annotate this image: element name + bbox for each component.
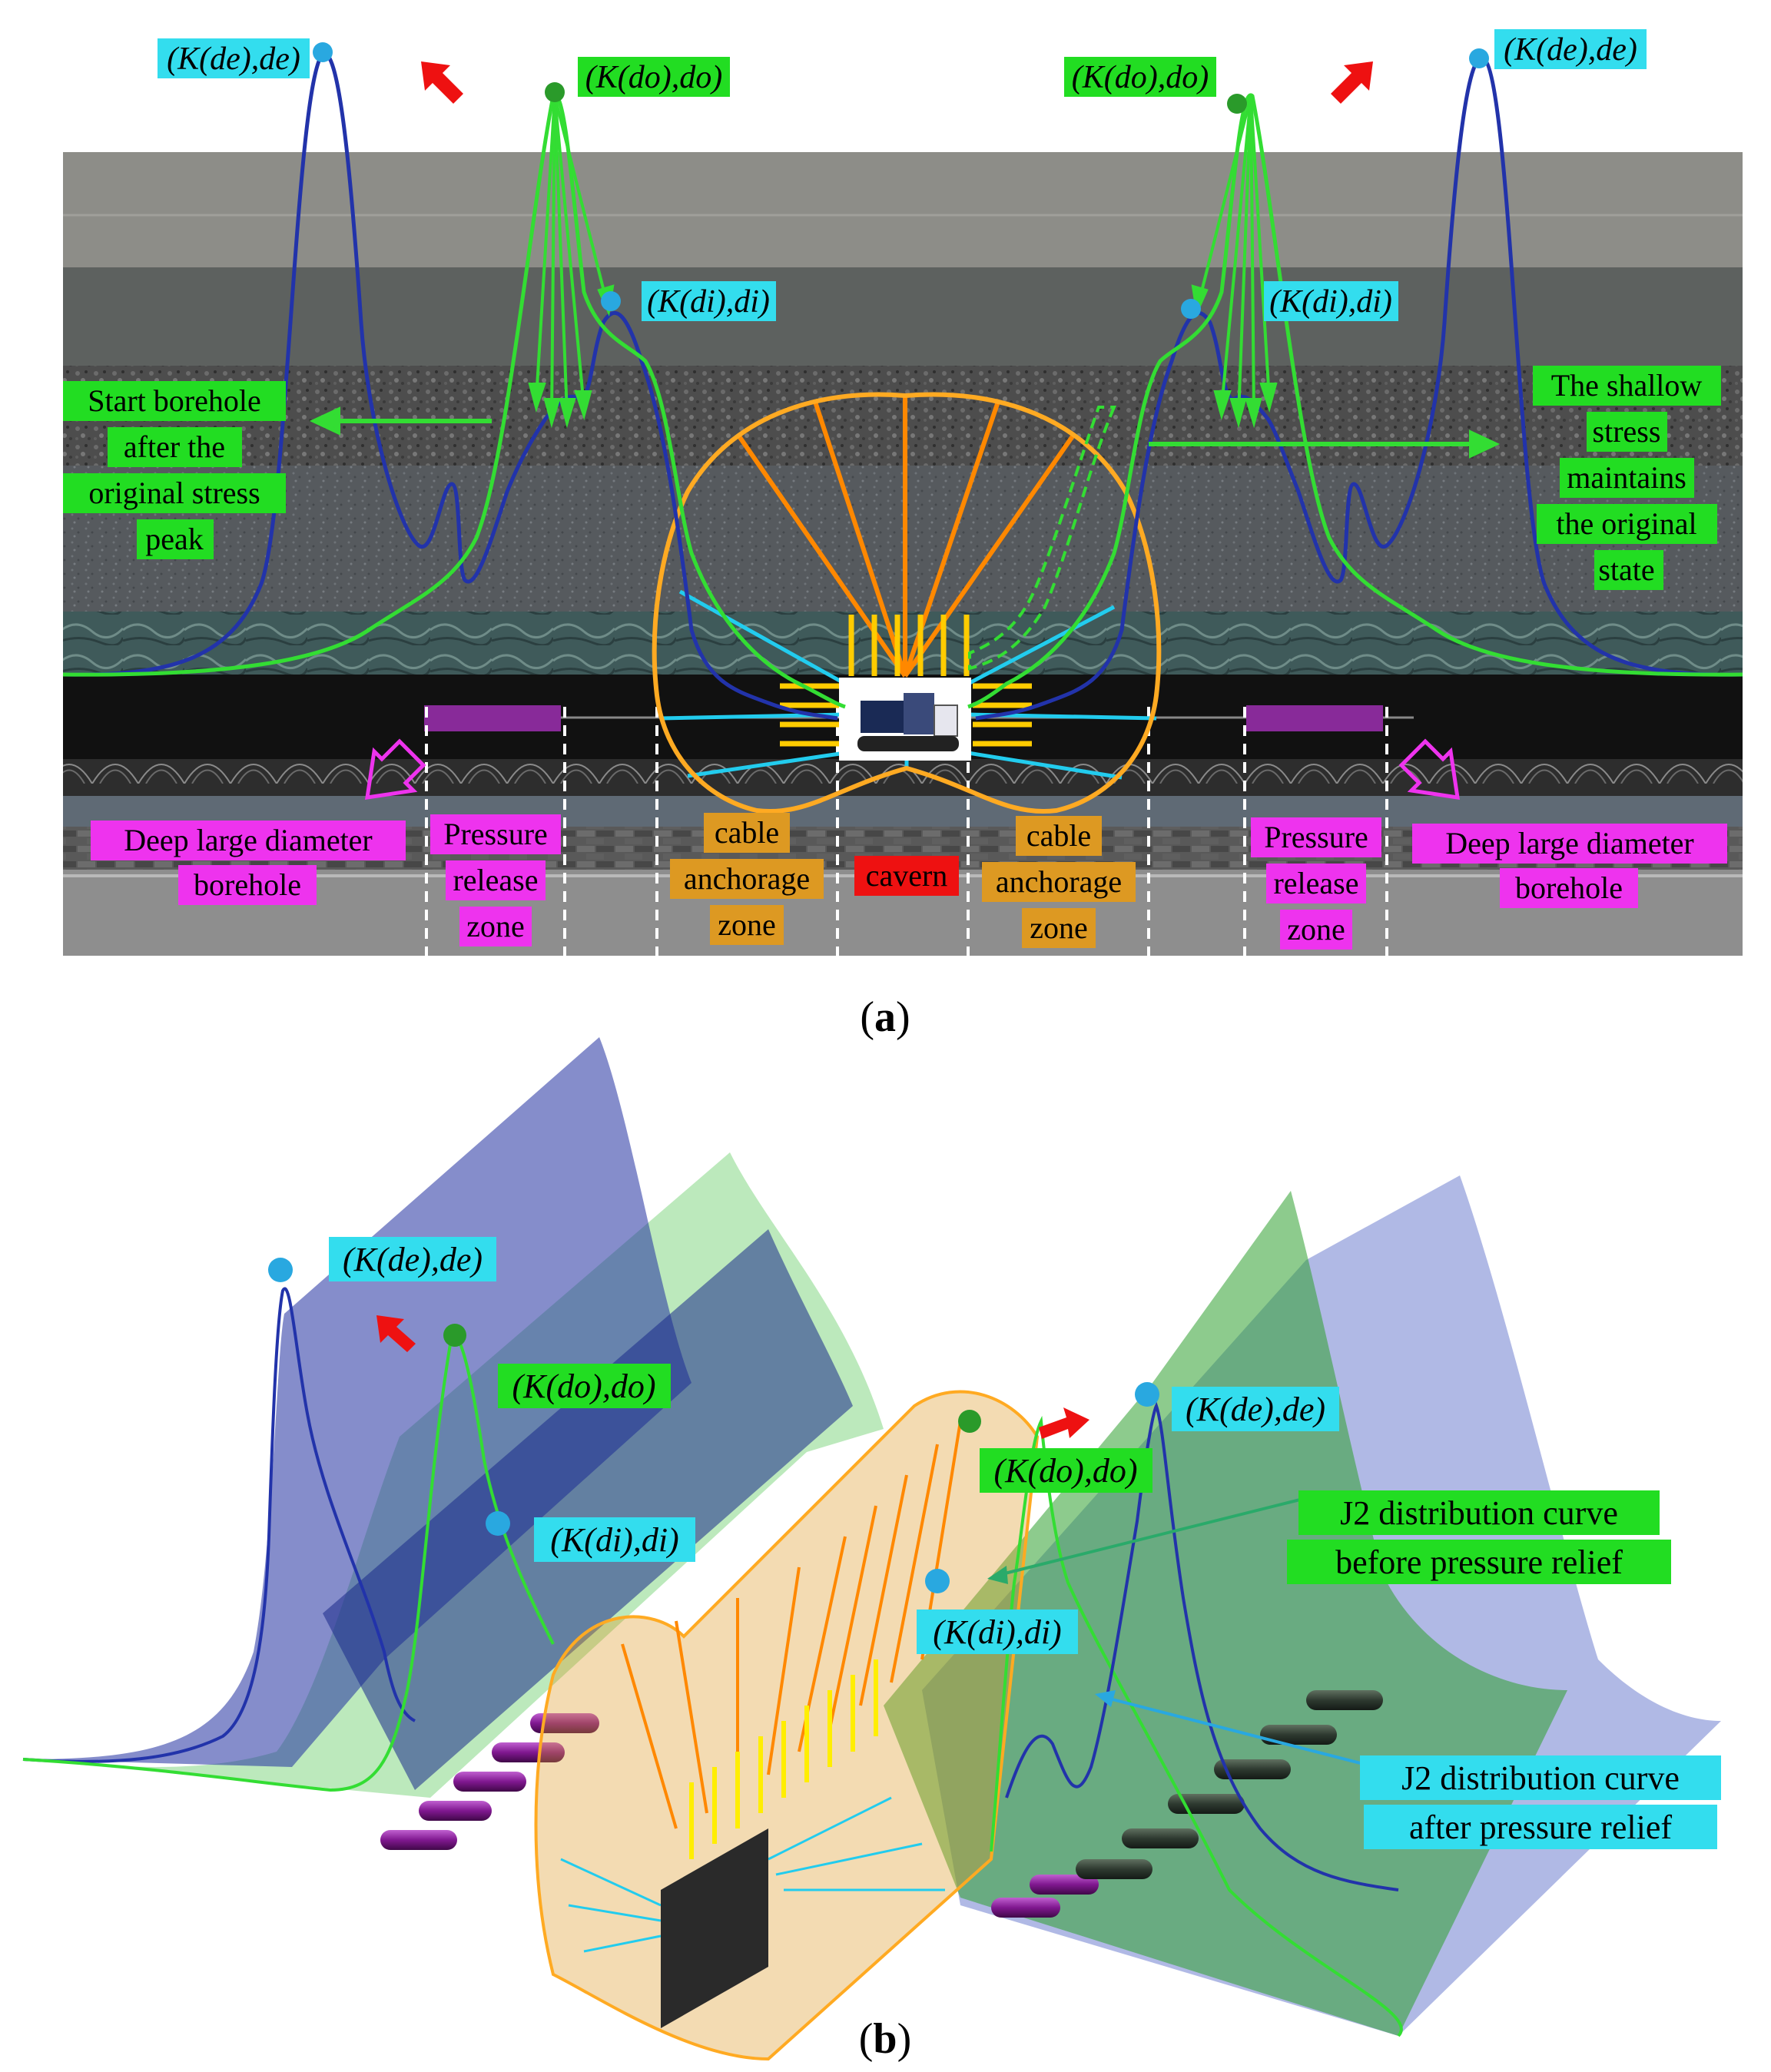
red-arrow-b-left [376, 1315, 416, 1352]
label-kdi-left: (K(di),di) [647, 284, 770, 320]
green-curve-right [967, 93, 1743, 709]
svg-text:Start borehole: Start borehole [88, 383, 261, 418]
anchor-cables [660, 396, 1157, 780]
horizontal-arrows [309, 406, 1501, 459]
blue-curve-b-left [22, 1287, 416, 1763]
blue-sheet-left [23, 1037, 691, 1767]
point-b-kdo-right [958, 1410, 981, 1433]
svg-text:release: release [1273, 866, 1358, 900]
point-kdo-left [545, 82, 565, 102]
label-kde-left: (K(de),de) [167, 41, 300, 77]
point-b-kde-left [268, 1258, 293, 1282]
label-kdo-right: (K(do),do) [1072, 60, 1209, 95]
svg-text:zone: zone [718, 907, 776, 942]
svg-text:after pressure relief: after pressure relief [1409, 1808, 1672, 1846]
label-b-kdo-left: (K(do),do) [512, 1368, 656, 1405]
svg-text:borehole: borehole [1515, 870, 1623, 905]
zone-cable-left: cable anchorage zone [670, 813, 824, 945]
point-kdi-left [601, 291, 621, 311]
point-b-kdi-right [925, 1569, 950, 1593]
svg-text:The shallow: The shallow [1551, 368, 1703, 403]
blue-curve-right [975, 55, 1743, 721]
zone-cable-right: cable anchorage zone [982, 816, 1136, 948]
svg-text:stress: stress [1593, 414, 1661, 449]
caption-b: (b) [859, 2015, 911, 2063]
label-kdo-left: (K(do),do) [585, 60, 722, 95]
svg-text:Pressure: Pressure [443, 817, 548, 851]
point-kde-right [1469, 48, 1489, 68]
zone-pressure-right: Pressure release zone [1251, 817, 1381, 950]
svg-text:Deep large diameter: Deep large diameter [1445, 826, 1694, 860]
svg-text:Pressure: Pressure [1264, 820, 1368, 854]
svg-text:J2 distribution curve: J2 distribution curve [1401, 1759, 1680, 1797]
svg-text:after the: after the [124, 429, 225, 464]
label-b-kde-right: (K(de),de) [1186, 1391, 1325, 1428]
point-b-kdo-left [443, 1324, 466, 1347]
svg-text:cavern: cavern [866, 858, 948, 893]
point-b-kdi-left [486, 1511, 510, 1536]
svg-text:original stress: original stress [88, 476, 260, 510]
point-kdi-right [1181, 299, 1201, 319]
caption-a: (a) [860, 993, 910, 1041]
svg-text:zone: zone [466, 909, 525, 943]
label-b-kdi-right: (K(di),di) [933, 1613, 1061, 1651]
green-curve-b-left [22, 1333, 555, 1792]
do-arrow-fan-right [1191, 95, 1278, 429]
svg-text:zone: zone [1287, 912, 1345, 946]
blue-curve-left [62, 51, 838, 721]
borehole-tubes-left [380, 1713, 599, 1850]
blue-curve-b-right [1005, 1401, 1399, 1891]
magenta-arrow-right [1398, 738, 1460, 800]
svg-text:peak: peak [145, 522, 204, 556]
label-b-kdi-left: (K(di),di) [550, 1521, 678, 1559]
label-kde-right: (K(de),de) [1504, 32, 1637, 68]
pressure-bar-left [424, 705, 561, 731]
panel-b: (K(de),de) (K(do),do) (K(di),di) (K(do),… [22, 1037, 1721, 2061]
svg-text:cable: cable [715, 815, 779, 850]
svg-text:the original: the original [1556, 506, 1696, 541]
label-b-kdo-right: (K(do),do) [994, 1452, 1138, 1490]
red-arrow-right [1331, 61, 1373, 104]
label-b-kde-left: (K(de),de) [343, 1241, 483, 1278]
svg-text:before pressure relief: before pressure relief [1335, 1543, 1623, 1581]
svg-text:maintains: maintains [1567, 460, 1686, 495]
red-arrow-b-right [1039, 1407, 1089, 1439]
svg-text:zone: zone [1030, 910, 1088, 945]
zone-pressure-left: Pressure release zone [430, 814, 561, 946]
svg-text:J2 distribution curve: J2 distribution curve [1340, 1494, 1618, 1532]
red-arrow-left [421, 61, 463, 104]
zone-deep-right: Deep large diameter borehole [1412, 824, 1727, 908]
blue-sheet-left-inner [323, 1229, 853, 1790]
svg-text:state: state [1598, 552, 1654, 587]
note-start-borehole: Start borehole after the original stress… [63, 381, 286, 559]
legend-arrows [987, 1497, 1376, 1769]
svg-text:borehole: borehole [194, 867, 301, 902]
svg-text:release: release [453, 863, 538, 897]
zone-separators [425, 707, 1388, 956]
magenta-arrow-left [365, 738, 426, 800]
point-kdo-right [1227, 94, 1247, 114]
cavern-machine [839, 678, 971, 761]
green-dashed-band [968, 406, 1117, 671]
point-b-kde-right [1135, 1382, 1159, 1407]
svg-text:Deep large diameter: Deep large diameter [124, 823, 373, 857]
svg-text:anchorage: anchorage [996, 864, 1122, 899]
legend-after: J2 distribution curve after pressure rel… [1360, 1755, 1721, 1849]
green-curve-left [62, 93, 846, 709]
note-shallow-stress: The shallow stress maintains the origina… [1533, 366, 1721, 590]
legend-before: J2 distribution curve before pressure re… [1287, 1490, 1671, 1584]
panel-a: (K(de),de) (K(do),do) (K(di),di) (K(do),… [62, 29, 1743, 956]
svg-text:cable: cable [1026, 818, 1091, 853]
zone-deep-left: Deep large diameter borehole [91, 821, 406, 905]
bolt-bundle [560, 1421, 962, 2028]
point-kde-left [313, 42, 333, 62]
tunnel-face [661, 1828, 768, 2028]
anchorage-zone-boundary [652, 392, 1162, 814]
label-kdi-right: (K(di),di) [1269, 284, 1392, 320]
zone-cavern: cavern [854, 856, 959, 896]
svg-text:anchorage: anchorage [684, 861, 810, 896]
pressure-bar-right [1246, 705, 1383, 731]
